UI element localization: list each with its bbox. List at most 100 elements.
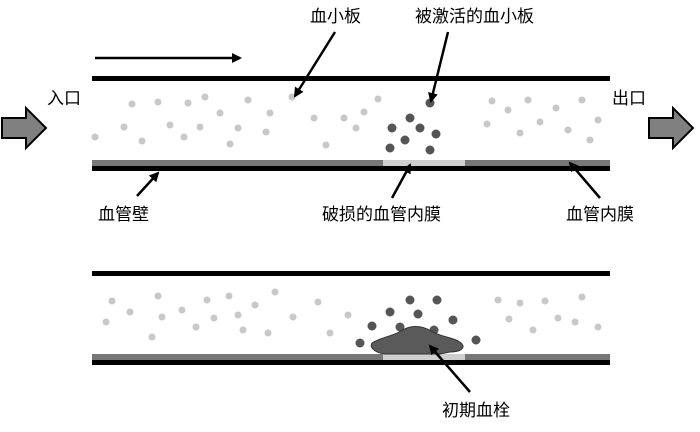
activated-platelet: [400, 135, 410, 145]
platelet: [102, 318, 110, 326]
platelet: [554, 314, 562, 322]
vessel-bottom-upper-wall: [92, 271, 610, 276]
platelet: [578, 293, 586, 301]
pointer-platelet: [293, 31, 337, 98]
platelet: [289, 313, 297, 321]
platelet: [158, 313, 166, 321]
label-damaged-endothelium: 破损的血管内膜: [322, 205, 441, 225]
activated-platelet: [432, 295, 442, 305]
inlet-arrow-icon: [1, 105, 48, 151]
platelet: [541, 297, 549, 305]
platelet: [374, 95, 382, 103]
label-outlet: 出口: [612, 89, 646, 109]
platelet: [180, 133, 188, 141]
vessel-top: 血小板 被激活的血小板 入口 出口 血管壁 破损的血管内膜 血管内膜: [1, 7, 695, 225]
vessel-bottom-lower-wall: [92, 360, 610, 365]
platelet: [564, 126, 572, 134]
vessel-bottom: 初期血栓: [92, 271, 610, 421]
platelet: [192, 323, 200, 331]
platelets-bottom: [102, 288, 602, 341]
platelets-top: [91, 93, 602, 149]
platelet: [352, 124, 360, 132]
activated-platelet: [405, 295, 415, 305]
platelet: [239, 326, 247, 334]
platelet: [166, 121, 174, 129]
activated-platelet: [431, 129, 441, 139]
platelet: [271, 288, 279, 296]
label-endothelium: 血管内膜: [566, 205, 634, 225]
platelet: [505, 315, 513, 323]
platelet: [314, 298, 322, 306]
thrombus-shape: [370, 326, 464, 355]
platelet: [184, 99, 192, 107]
platelet: [578, 96, 586, 104]
platelet: [154, 292, 162, 300]
pointer-early-thrombus: [428, 344, 471, 393]
platelet: [594, 116, 602, 124]
platelet: [494, 296, 502, 304]
platelet: [326, 329, 334, 337]
platelet: [262, 128, 270, 136]
platelet: [138, 137, 146, 145]
pointer-activated-platelet: [428, 31, 450, 103]
platelet: [154, 98, 162, 106]
platelet: [251, 301, 259, 309]
activated-platelet: [448, 315, 458, 325]
platelet: [586, 136, 594, 144]
activated-platelet: [387, 123, 397, 133]
platelet: [264, 329, 272, 337]
activated-platelet: [395, 322, 405, 332]
activated-platelet: [385, 307, 395, 317]
platelet: [178, 306, 186, 314]
activated-platelet: [413, 309, 423, 319]
pointer-damaged-endothelium: [390, 163, 412, 199]
platelet: [594, 323, 602, 331]
platelet: [226, 140, 234, 148]
platelet: [234, 124, 242, 132]
platelet: [148, 333, 156, 341]
label-early-thrombus: 初期血栓: [442, 401, 510, 421]
platelet: [201, 93, 209, 101]
platelet: [128, 100, 136, 108]
vessel-bottom-damaged-endothelium: [383, 354, 465, 360]
activated-platelet: [367, 321, 377, 331]
platelet: [216, 109, 224, 117]
platelet: [225, 292, 233, 300]
pointer-vessel-wall: [136, 171, 160, 197]
platelet: [244, 96, 252, 104]
platelet: [536, 118, 544, 126]
outlet-arrow-icon: [648, 105, 695, 151]
platelet: [516, 299, 524, 307]
vessel-top-damaged-endothelium: [383, 160, 465, 166]
pointer-endothelium: [568, 161, 601, 199]
activated-platelet: [355, 338, 365, 348]
activated-platelet: [471, 335, 481, 345]
platelet: [340, 114, 348, 122]
activated-platelet: [405, 113, 415, 123]
activated-platelet: [415, 123, 425, 133]
platelet: [203, 296, 211, 304]
vessel-top-upper-wall: [92, 76, 610, 81]
platelet: [488, 97, 496, 105]
vessel-bottom-endothelium: [92, 354, 610, 360]
activated-platelets-top: [385, 98, 441, 155]
activated-platelets-bottom: [355, 295, 481, 348]
platelet: [552, 104, 560, 112]
platelet: [196, 123, 204, 131]
label-activated-platelet: 被激活的血小板: [415, 7, 534, 27]
platelet: [120, 123, 128, 131]
platelet: [516, 129, 524, 137]
platelet: [234, 311, 242, 319]
platelet: [126, 308, 134, 316]
platelet: [483, 120, 491, 128]
platelet: [529, 326, 537, 334]
platelet: [108, 297, 116, 305]
platelet: [504, 106, 512, 114]
label-vessel-wall: 血管壁: [98, 205, 149, 225]
platelet: [288, 93, 296, 101]
vessel-top-endothelium: [92, 160, 610, 166]
platelet: [322, 141, 330, 149]
platelet: [360, 108, 368, 116]
platelet: [210, 314, 218, 322]
